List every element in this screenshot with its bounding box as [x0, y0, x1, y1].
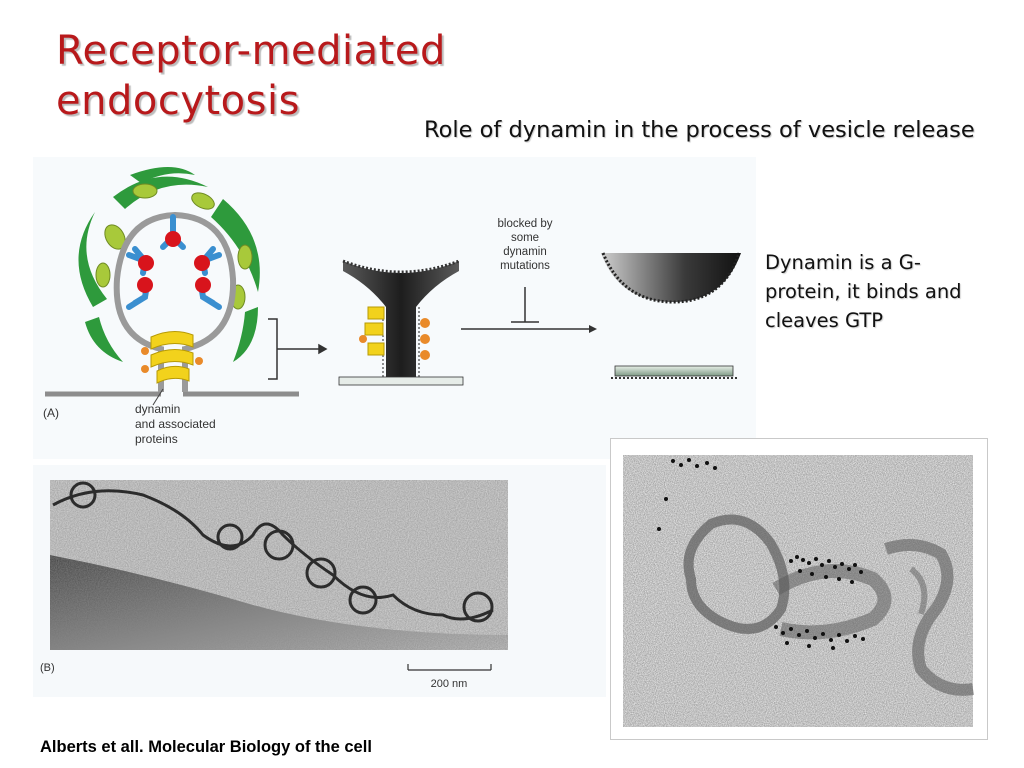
blocked-label-4: mutations [500, 260, 550, 272]
dynamin-label-2: and associated [135, 417, 216, 431]
dynamin-pointer [152, 388, 164, 406]
dynamin-label-1: dynamin [135, 402, 180, 416]
blocked-arrow: blocked by some dynamin mutations [461, 218, 597, 333]
membrane-structures [683, 514, 974, 696]
scale-bar [407, 664, 492, 671]
dynamin-note: Dynamin is a G-protein, it binds and cle… [765, 251, 962, 332]
subtitle: Role of dynamin in the process of vesicl… [424, 117, 975, 143]
figure-a-diagram: (A) dynamin and associated proteins bloc… [33, 157, 756, 459]
figure-b-svg: (B) 200 nm [40, 480, 508, 690]
citation-credit: Alberts et all. Molecular Biology of the… [40, 738, 372, 756]
immunogold-micrograph [610, 438, 988, 740]
released-vesicle [601, 252, 741, 304]
dynamin-label-3: proteins [135, 432, 178, 446]
receptor-ligand-complexes [126, 214, 222, 310]
panel-a-label: (A) [43, 406, 59, 420]
clathrin-coat [78, 167, 260, 362]
membrane-invaginations [52, 481, 494, 623]
blocked-label-2: some [511, 232, 539, 244]
bracket-arrow [268, 318, 328, 380]
pinched-membrane [611, 365, 737, 379]
figure-a-svg: (A) dynamin and associated proteins bloc… [43, 167, 741, 446]
dynamin-collar [141, 331, 203, 384]
blocked-label-3: dynamin [503, 246, 546, 258]
gold-particles [657, 458, 865, 650]
constricted-vesicle-neck [338, 259, 464, 386]
immunogold-svg [623, 455, 974, 727]
slide-title-line-2: endocytosis [56, 78, 300, 124]
slide-title-line-1: Receptor-mediated [56, 28, 446, 74]
slide-title: Receptor-mediated endocytosis [56, 26, 496, 126]
panel-b-label: (B) [40, 662, 55, 674]
figure-b-micrograph: (B) 200 nm [33, 465, 606, 697]
scale-bar-label: 200 nm [431, 678, 468, 690]
blocked-label-1: blocked by [498, 218, 553, 230]
